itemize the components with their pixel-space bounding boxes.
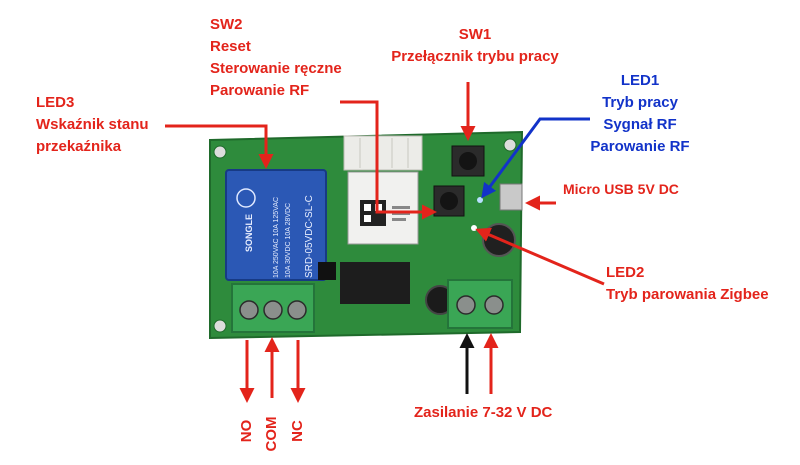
relay-rating-1: 10A 250VAC 10A 125VAC — [273, 197, 280, 278]
components — [318, 145, 523, 315]
arrow-sw2 — [340, 100, 437, 220]
label-sw2-title: SW2 — [210, 16, 243, 33]
label-led3-line1: Wskaźnik stanu — [36, 116, 149, 133]
arrow-led3 — [165, 124, 274, 169]
label-terminal-no: NO — [238, 419, 255, 443]
label-sw1-title: SW1 — [458, 26, 492, 43]
label-led1-line3: Parowanie RF — [590, 138, 690, 155]
label-sw2-line3: Parowanie RF — [210, 82, 310, 99]
label-sw2-line1: Reset — [210, 38, 251, 55]
label-sw1: SW1 Przełącznik trybu pracy — [380, 24, 570, 68]
label-led3-title: LED3 — [36, 94, 75, 111]
label-led3: LED3 Wskaźnik stanu przekaźnika — [36, 92, 149, 158]
label-led2-line1: Tryb parowania Zigbee — [606, 286, 769, 303]
relay: SONGLE SRD-05VDC-SL-C 10A 250VAC 10A 125… — [225, 169, 327, 281]
zigbee-module — [347, 171, 419, 245]
label-sw2-line2: Sterowanie ręczne — [210, 60, 342, 77]
label-sw2: SW2 Reset Sterowanie ręczne Parowanie RF — [210, 14, 342, 102]
label-led2-title: LED2 — [606, 264, 645, 281]
relay-brand: SONGLE — [244, 214, 254, 252]
label-led1-line1: Tryb pracy — [602, 94, 678, 111]
white-connector — [343, 135, 423, 171]
arrow-led1 — [481, 117, 590, 199]
label-terminal-nc: NC — [289, 420, 306, 442]
relay-model: SRD-05VDC-SL-C — [304, 195, 315, 278]
label-power: Zasilanie 7-32 V DC — [414, 404, 553, 421]
label-led1: LED1 Tryb pracy Sygnał RF Parowanie RF — [584, 70, 696, 158]
label-terminal-com: COM — [263, 416, 280, 452]
label-led2: LED2 Tryb parowania Zigbee — [606, 262, 769, 306]
annotation-arrows — [165, 82, 605, 403]
label-led3-line2: przekaźnika — [36, 138, 122, 155]
label-usb: Micro USB 5V DC — [563, 181, 679, 197]
terminal-block-power — [447, 279, 513, 329]
label-led1-line2: Sygnał RF — [603, 116, 677, 133]
terminal-block-relay — [231, 283, 315, 333]
label-sw1-line1: Przełącznik trybu pracy — [391, 48, 559, 65]
label-led1-title: LED1 — [620, 72, 660, 89]
arrow-led2 — [475, 227, 605, 286]
relay-rating-2: 10A 30VDC 10A 28VDC — [285, 203, 292, 278]
